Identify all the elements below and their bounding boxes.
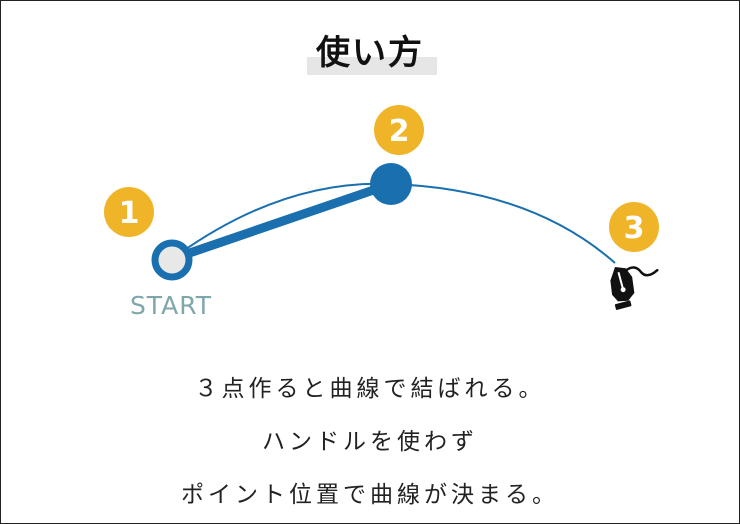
start-point (151, 239, 193, 281)
title-highlight (307, 57, 437, 75)
caption-line-3: ポイント位置で曲線が決まる。 (181, 482, 559, 508)
pen-tool-icon (610, 266, 659, 310)
page-title: 使い方 (316, 33, 424, 73)
step-badge-2-label: 2 (389, 114, 410, 149)
step-badge-1: 1 (104, 187, 154, 237)
step-badge-2: 2 (374, 105, 424, 155)
start-label: START (130, 291, 212, 320)
step-badge-1-label: 1 (119, 196, 140, 231)
title-area: 使い方 (1, 31, 739, 79)
caption-line-2: ハンドルを使わず (262, 429, 478, 455)
caption-line-1: ３点作ると曲線で結ばれる。 (194, 376, 546, 402)
step-badge-3-label: 3 (624, 211, 645, 246)
point-2 (370, 163, 412, 205)
handle-line (167, 179, 396, 264)
step-badge-3: 3 (609, 202, 659, 252)
